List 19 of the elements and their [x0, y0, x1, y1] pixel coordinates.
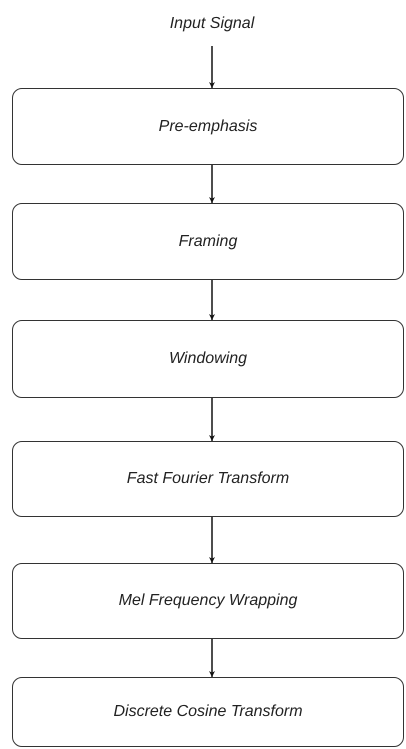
process-box [12, 441, 404, 517]
arrow [209, 398, 215, 441]
process-box [12, 320, 404, 398]
process-label: Framing [178, 232, 238, 250]
input-label: Input Signal [170, 15, 254, 33]
process-box [12, 203, 404, 280]
process-box [12, 563, 404, 639]
arrow [209, 280, 215, 320]
arrow [209, 46, 215, 88]
process-label: Windowing [168, 350, 248, 368]
process-label: Mel Frequency Wrapping [118, 592, 298, 610]
arrow [209, 517, 215, 563]
arrow [209, 165, 215, 203]
process-label: Pre-emphasis [158, 118, 258, 136]
arrow [209, 639, 215, 677]
process-box [12, 677, 404, 747]
process-box [12, 88, 404, 165]
process-label: Discrete Cosine Transform [113, 703, 303, 721]
process-label: Fast Fourier Transform [126, 470, 290, 488]
